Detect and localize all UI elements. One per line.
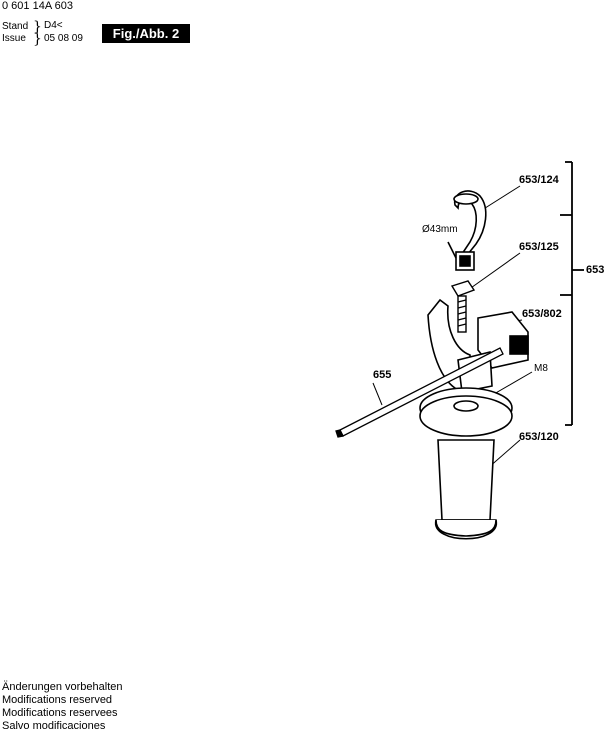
stand-label: Stand — [2, 21, 29, 32]
label-653-802: 653/802 — [522, 308, 562, 320]
label-655: 655 — [373, 369, 391, 381]
stand-mark: D4< — [44, 20, 63, 31]
label-diameter: Ø43mm — [422, 224, 458, 235]
document-number: 0 601 14A 603 — [2, 0, 73, 12]
label-653-124: 653/124 — [519, 174, 560, 186]
clamp-screw — [450, 280, 476, 333]
label-653-120: 653/120 — [519, 431, 559, 443]
label-653: 653 — [586, 264, 604, 276]
footer-note-es: Salvo modificaciones — [2, 720, 106, 732]
footer-note-en: Modifications reserved — [2, 694, 113, 706]
clamp-band — [447, 190, 487, 271]
label-m8: M8 — [534, 363, 548, 374]
brace-icon: } — [33, 19, 42, 35]
depth-rod — [335, 347, 504, 438]
footer-note-fr: Modifications reservees — [2, 707, 118, 719]
footer-note-de: Änderungen vorbehalten — [2, 681, 123, 693]
group-bracket — [560, 161, 584, 426]
handle — [419, 387, 513, 540]
brace-icon: } — [33, 31, 42, 47]
issue-date: 05 08 09 — [44, 33, 83, 44]
label-653-125: 653/125 — [519, 241, 559, 253]
figure-badge: Fig./Abb. 2 — [102, 24, 190, 43]
issue-label: Issue — [2, 33, 26, 44]
